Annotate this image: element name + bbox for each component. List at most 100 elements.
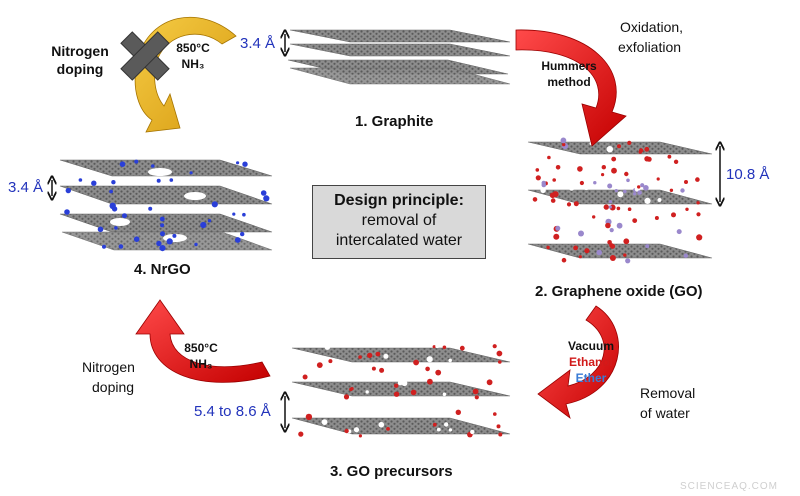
nitrogen-atom xyxy=(159,216,165,222)
oxygen-group xyxy=(322,371,327,377)
go-functional-groups xyxy=(532,137,703,264)
oxygen-group xyxy=(546,245,550,250)
nitrogen-atom xyxy=(159,245,166,252)
oxygen-group xyxy=(425,366,430,372)
oxygen-group xyxy=(555,225,561,231)
nitrogen-atom xyxy=(78,178,83,182)
oxygen-group xyxy=(673,159,679,164)
nitrogen-atom xyxy=(64,209,70,215)
nrgo-stack xyxy=(59,159,273,251)
solvent-ether: Ether xyxy=(575,371,607,385)
oxygen-group xyxy=(565,175,569,179)
oxygen-group xyxy=(552,178,556,182)
doping-arrow-bottom xyxy=(135,299,271,383)
oxygen-group xyxy=(305,413,313,421)
design-principle-box: Design principle: removal of intercalate… xyxy=(312,185,486,259)
oxygen-group xyxy=(644,197,651,204)
oxygen-group xyxy=(549,192,556,199)
nitrogen-atom xyxy=(109,202,116,209)
oxygen-group xyxy=(577,166,583,172)
oxygen-group xyxy=(623,189,627,194)
oxygen-group xyxy=(644,156,650,162)
oxygen-group xyxy=(561,234,567,240)
oxygen-group xyxy=(492,344,497,349)
oxygen-group xyxy=(689,242,696,248)
oxidation-text-1: Oxidation, xyxy=(620,19,684,35)
oxygen-group xyxy=(436,427,441,432)
oxygen-group xyxy=(579,180,585,186)
oxygen-group xyxy=(432,422,437,427)
oxygen-group xyxy=(442,345,447,350)
oxygen-group xyxy=(371,366,376,371)
oxygen-group xyxy=(656,177,660,181)
nitrogen-atom xyxy=(166,238,173,245)
oxygen-group xyxy=(458,368,464,374)
oxygen-group xyxy=(426,356,433,363)
oxygen-group xyxy=(608,205,612,209)
precursor-sheet xyxy=(291,347,511,363)
oxygen-group xyxy=(617,144,621,149)
doping-top-temp: 850°C xyxy=(176,41,210,55)
oxygen-group xyxy=(414,410,422,417)
nitrogen-atom xyxy=(236,161,240,165)
nitrogen-atom xyxy=(91,180,97,186)
oxygen-group xyxy=(547,155,551,160)
oxygen-group xyxy=(410,389,417,396)
oxygen-group xyxy=(401,411,406,417)
oxygen-group xyxy=(486,379,493,386)
oxygen-group xyxy=(321,419,328,425)
oxygen-group xyxy=(645,244,650,249)
oxygen-group xyxy=(535,175,541,181)
nrgo-sheet xyxy=(59,213,273,233)
graphite-sheet xyxy=(289,43,511,57)
oxygen-group xyxy=(496,424,501,429)
oxygen-group xyxy=(435,369,442,376)
nrgo-label: 4. NrGO xyxy=(134,261,191,278)
nitrogen-atom xyxy=(134,159,139,164)
removal-text-1: Removal xyxy=(640,385,696,401)
oxygen-group xyxy=(470,429,475,435)
oxygen-group xyxy=(412,369,418,376)
nitrogen-atom xyxy=(242,161,248,167)
doping-bottom-text-1: Nitrogen xyxy=(82,359,135,375)
oxygen-group xyxy=(553,233,560,240)
nrgo-hole xyxy=(148,168,172,176)
doping-arrow-top xyxy=(134,16,237,133)
removal-text-2: of water xyxy=(640,405,690,421)
nitrogen-atom xyxy=(211,201,218,208)
oxygen-group xyxy=(432,345,436,349)
oxidation-arrow xyxy=(515,29,627,147)
nitrogen-atom xyxy=(242,212,246,217)
oxygen-group xyxy=(435,344,440,349)
solvent-ethanol: Ethanol xyxy=(569,355,613,369)
oxygen-group xyxy=(536,156,542,162)
oxygen-group xyxy=(624,171,629,177)
oxygen-group xyxy=(684,219,689,225)
oxygen-group xyxy=(568,185,575,191)
hummers-text-2: method xyxy=(547,75,591,89)
oxygen-group xyxy=(444,422,449,427)
precursor-sheet xyxy=(291,381,511,397)
oxygen-group xyxy=(665,222,670,227)
nitrogen-atom xyxy=(169,178,174,182)
oxygen-group xyxy=(468,410,474,416)
go-stack xyxy=(527,141,713,259)
graphite-sheet xyxy=(289,29,511,43)
oxygen-group xyxy=(593,181,597,185)
oxygen-group xyxy=(640,183,645,188)
doping-bottom-text-2: doping xyxy=(92,379,135,395)
oxygen-group xyxy=(379,367,385,373)
oxygen-group xyxy=(540,187,546,193)
go-spacing: 10.8 Å xyxy=(726,166,770,183)
nrgo-nitrogen-atoms xyxy=(64,159,270,252)
nitrogen-atom xyxy=(156,240,162,247)
oxygen-group xyxy=(606,146,613,153)
oxygen-group xyxy=(448,358,453,363)
nitrogen-atom xyxy=(122,213,127,219)
oxygen-group xyxy=(474,395,479,400)
design-principle-line-1: removal of xyxy=(361,212,437,229)
precursor-functional-groups xyxy=(298,344,503,438)
oxygen-group xyxy=(601,173,605,177)
precursors-spacing: 5.4 to 8.6 Å xyxy=(194,403,271,420)
oxygen-group xyxy=(657,198,662,202)
